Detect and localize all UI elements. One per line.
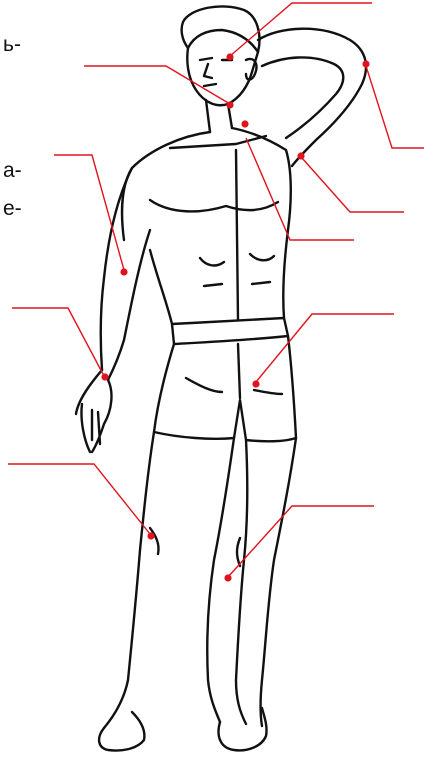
callout-wrist-line xyxy=(12,308,104,376)
callout-jaw-line xyxy=(84,66,230,104)
cropped-text-fragment: е- xyxy=(3,198,22,219)
callout-face-line xyxy=(230,3,372,56)
callout-upper-arm-line xyxy=(54,155,124,270)
callout-lateral-chest-line xyxy=(302,158,404,212)
callout-wrist-point xyxy=(101,373,108,380)
callout-knee-right-line xyxy=(8,464,150,534)
cropped-text-fragment: а- xyxy=(3,160,22,181)
callout-neck-base-point xyxy=(241,120,248,127)
callout-groin-point xyxy=(252,380,259,387)
callout-knee-left-point xyxy=(224,574,231,581)
callout-face-point xyxy=(226,53,233,60)
callout-groin-line xyxy=(256,314,394,382)
cropped-text-fragment: ь- xyxy=(3,34,21,55)
callout-knee-right-point xyxy=(147,532,154,539)
callout-armpit-line xyxy=(366,66,424,148)
callout-knee-left-line xyxy=(228,506,374,577)
callout-lateral-chest-point xyxy=(297,152,304,159)
callout-upper-arm-point xyxy=(120,268,127,275)
callout-armpit-point xyxy=(362,60,369,67)
callout-jaw-point xyxy=(226,101,233,108)
